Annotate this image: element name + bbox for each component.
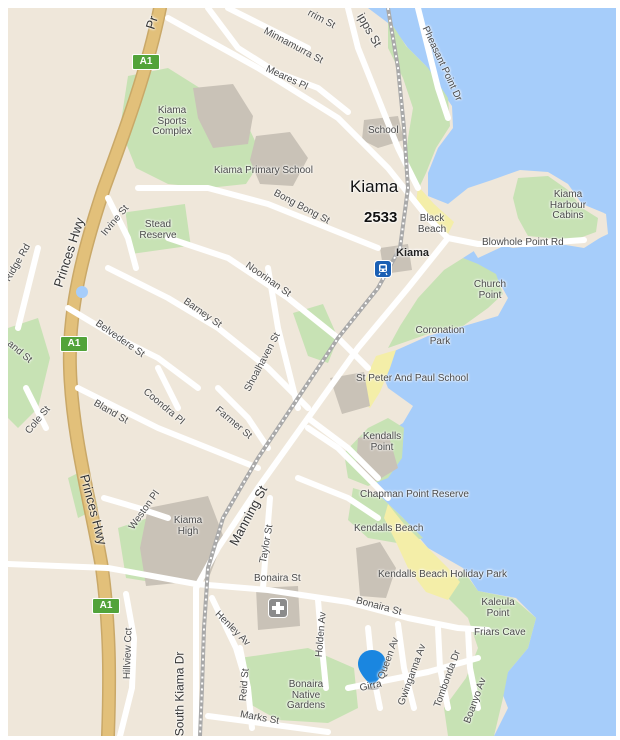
map-view[interactable]: A1 A1 A1 Kiama 2533 Kiama Princes Hwy Pr…	[8, 8, 616, 736]
map-canvas	[8, 8, 616, 736]
chapman-point-reserve-label: Chapman Point Reserve	[360, 489, 469, 500]
road-marks	[205, 713, 331, 735]
kaleula-point-label: Kaleula Point	[481, 597, 515, 619]
road-reid	[237, 645, 255, 731]
road-girra	[345, 655, 481, 691]
road-kendalls	[305, 425, 391, 501]
a1-shield-south: A1	[92, 598, 120, 614]
sports-complex-park	[120, 68, 263, 188]
west-park	[8, 318, 50, 428]
road-minnamurra	[225, 8, 311, 51]
road-belvedere	[65, 305, 201, 391]
coronation-park	[388, 258, 503, 348]
road-blowhole	[445, 235, 587, 247]
kendalls-holiday-park-label: Kendalls Beach Holiday Park	[378, 569, 507, 580]
road-ridge	[15, 245, 41, 331]
road-holden	[315, 597, 329, 691]
postcode-label: 2533	[364, 209, 398, 226]
railway	[198, 8, 411, 736]
road-meares	[205, 8, 351, 115]
road-bong-bong	[135, 185, 381, 251]
a1-shield-north: A1	[132, 54, 160, 70]
stead-reserve-label: Stead Reserve	[139, 219, 177, 241]
location-pin-icon	[358, 650, 386, 690]
primary-school-label: Kiama Primary School	[214, 165, 313, 176]
friars-cave-label: Friars Cave	[474, 627, 526, 638]
road-pheasant	[415, 8, 451, 121]
town-label: Kiama	[350, 177, 399, 196]
small-pond	[76, 286, 88, 298]
road-cole	[23, 385, 49, 431]
kendalls-point-label: Kendalls Point	[362, 431, 402, 453]
road-irvine	[105, 195, 139, 271]
local-roads	[8, 8, 587, 736]
road-hillview	[117, 591, 137, 736]
bonaira-gardens-park	[240, 648, 358, 723]
road-taylor	[260, 495, 273, 591]
shoalhaven-park	[293, 304, 338, 363]
hillview-cct-label: Hillview Cct	[121, 627, 135, 680]
coronation-beach-sand	[360, 350, 396, 408]
holiday-park-building	[356, 542, 396, 598]
coast-park-north	[388, 18, 450, 190]
road-gwinganna	[395, 621, 417, 711]
bonaira-st-west-label: Bonaira St	[254, 573, 301, 584]
kiama-harbour-cabins-label: Kiama Harbour Cabins	[549, 189, 587, 221]
kiama-high-label: Kiama High	[173, 515, 203, 537]
road-east-link	[305, 415, 381, 481]
hospital-icon	[268, 598, 288, 618]
road-coondra	[155, 365, 181, 411]
south-kiama-dr-label: South Kiama Dr	[172, 651, 187, 736]
harbour-park	[513, 176, 598, 240]
st-peter-building	[330, 372, 370, 414]
southern-coast-park	[444, 570, 536, 736]
road-shoalhaven	[265, 265, 301, 411]
road-south-cross	[8, 561, 491, 633]
road-farmer	[215, 385, 271, 451]
st-peter-paul-label: St Peter And Paul School	[356, 373, 469, 384]
road-barney	[105, 265, 311, 411]
kendalls-beach-sand	[384, 504, 460, 600]
a1-shield-middle: A1	[60, 336, 88, 352]
black-beach-label: Black Beach	[417, 213, 447, 235]
church-point-label: Church Point	[473, 279, 507, 301]
road-weston	[101, 495, 171, 521]
kendalls-beach-label: Kendalls Beach	[354, 523, 424, 534]
sports-complex-building	[193, 84, 253, 148]
railway-ties	[199, 8, 410, 736]
station-label: Kiama	[396, 247, 430, 259]
ocean	[368, 8, 616, 736]
road-terralong-main	[165, 15, 451, 241]
sports-complex-label: Kiama Sports Complex	[152, 105, 192, 137]
coronation-park-label: Coronation Park	[415, 325, 465, 347]
black-beach-sand	[416, 186, 454, 234]
train-station-icon	[374, 260, 392, 278]
road-boanyo	[465, 627, 481, 711]
school-label: School	[368, 125, 399, 136]
primary-school-building	[250, 132, 308, 186]
blowhole-point-rd-label: Blowhole Point Rd	[482, 237, 564, 248]
road-bland	[75, 385, 261, 471]
road-chapman	[295, 475, 381, 521]
bonaira-gardens-label: Bonaira Native Gardens	[286, 679, 326, 711]
road-noorinan	[165, 235, 371, 371]
